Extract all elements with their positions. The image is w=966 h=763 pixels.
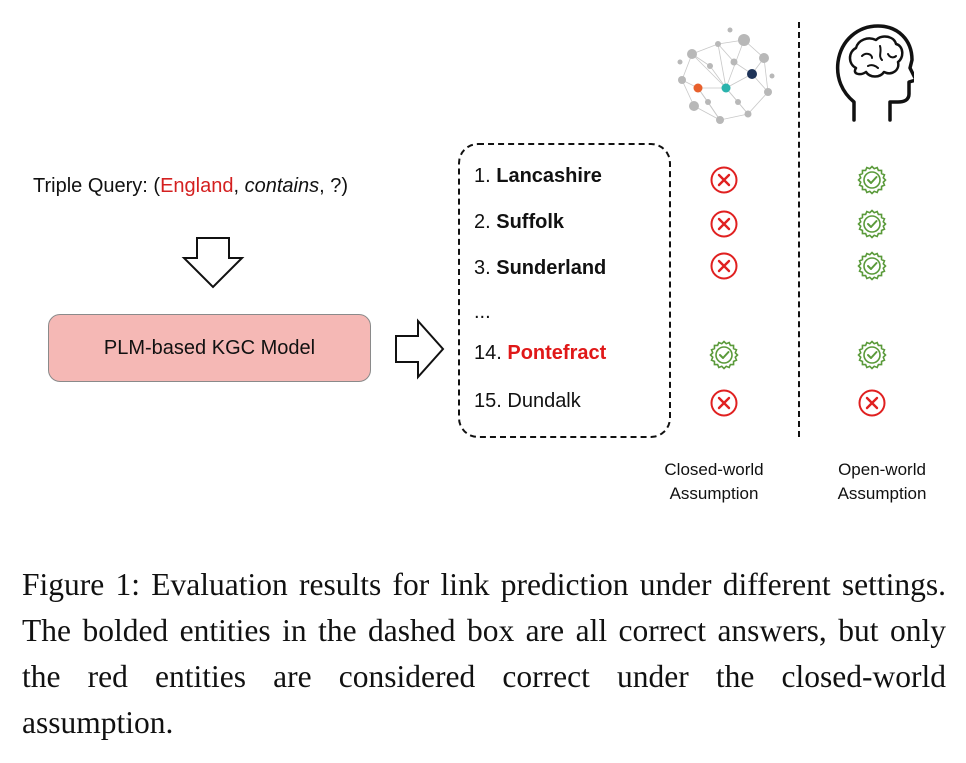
answer-item: 15. Dundalk	[474, 390, 581, 413]
correct-check-icon	[709, 340, 739, 370]
wrong-x-icon	[710, 166, 738, 194]
answer-item: 2. Suffolk	[474, 211, 564, 234]
correct-check-icon	[857, 340, 887, 370]
answer-entity: Suffolk	[496, 211, 565, 233]
answer-item: ...	[474, 301, 491, 324]
query-prefix: Triple Query: (	[33, 175, 161, 197]
open-world-label-line1: Open-world	[838, 460, 926, 479]
answer-rank: 14.	[474, 342, 502, 364]
answer-rank: 3.	[474, 257, 491, 279]
network-graph-icon	[677, 27, 775, 124]
query-relation: contains	[244, 175, 320, 197]
open-world-label: Open-world Assumption	[802, 458, 962, 506]
triple-query: Triple Query: (England, contains, ?)	[33, 175, 348, 198]
answer-entity: Dundalk	[507, 390, 581, 412]
answer-rank: 15.	[474, 390, 502, 412]
figure-caption: Figure 1: Evaluation results for link pr…	[22, 567, 946, 740]
query-head-entity: England	[160, 175, 234, 197]
answer-box	[458, 143, 671, 438]
wrong-x-icon	[858, 389, 886, 417]
model-label: PLM-based KGC Model	[103, 336, 316, 359]
wrong-x-icon	[710, 252, 738, 280]
kgc-model-box: PLM-based KGC Model	[48, 314, 371, 382]
right-arrow-icon	[395, 318, 445, 380]
correct-check-icon	[857, 209, 887, 239]
answer-rank: 2.	[474, 211, 491, 233]
answer-entity: Pontefract	[507, 342, 607, 364]
query-tail: , ?)	[319, 175, 348, 197]
answer-item: 3. Sunderland	[474, 257, 606, 280]
query-separator: ,	[233, 175, 245, 197]
open-world-label-line2: Assumption	[837, 484, 927, 503]
answer-rank: 1.	[474, 165, 491, 187]
down-arrow-icon	[181, 237, 245, 289]
correct-check-icon	[857, 165, 887, 195]
wrong-x-icon	[710, 389, 738, 417]
closed-world-label-line1: Closed-world	[664, 460, 764, 479]
answer-entity: Sunderland	[496, 257, 607, 279]
wrong-x-icon	[710, 210, 738, 238]
closed-world-label-line2: Assumption	[669, 484, 759, 503]
correct-check-icon	[857, 251, 887, 281]
answer-rank: ...	[474, 301, 491, 323]
answer-entity: Lancashire	[496, 165, 602, 187]
column-divider	[798, 22, 800, 437]
answer-item: 14. Pontefract	[474, 342, 606, 365]
answer-item: 1. Lancashire	[474, 165, 602, 188]
closed-world-label: Closed-world Assumption	[634, 458, 794, 506]
brain-head-icon	[835, 24, 914, 122]
